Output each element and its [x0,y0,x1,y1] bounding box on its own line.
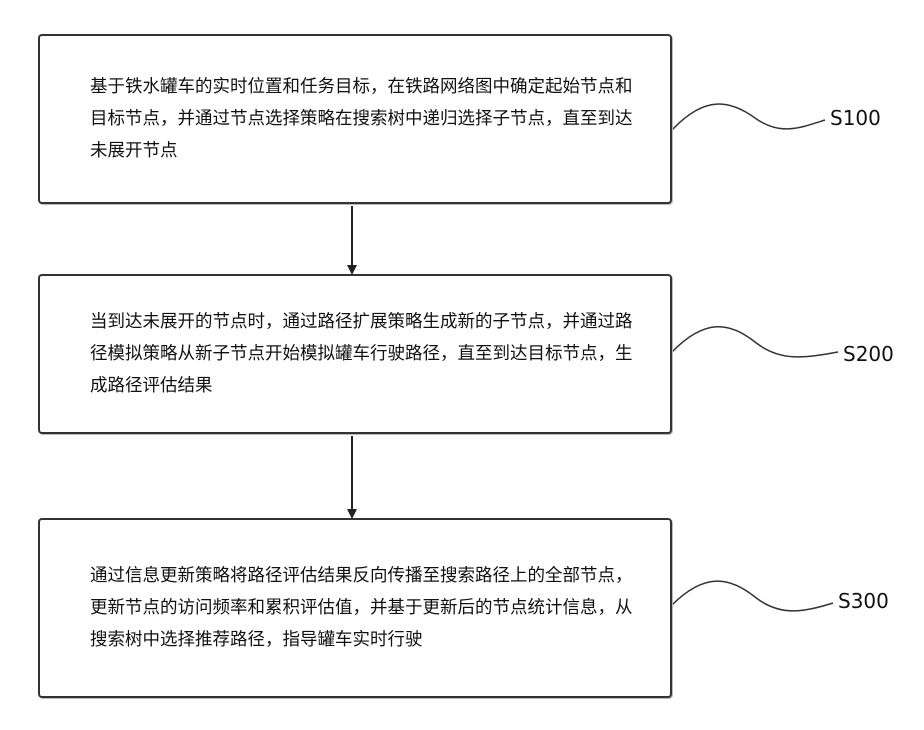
step-text-s200: 当到达未展开的节点时，通过路径扩展策略生成新的子节点，并通过路径模拟策略从新子节… [90,306,644,402]
leader-line-s100 [672,104,825,130]
step-box-s100: 基于铁水罐车的实时位置和任务目标，在铁路网络图中确定起始节点和目标节点，并通过节… [38,34,672,204]
step-text-s300: 通过信息更新策略将路径评估结果反向传播至搜索路径上的全部节点，更新节点的访问频率… [90,560,644,656]
step-box-s300: 通过信息更新策略将路径评估结果反向传播至搜索路径上的全部节点，更新节点的访问频率… [38,518,672,698]
step-label-s200: S200 [843,342,894,366]
step-label-s300: S300 [838,589,889,613]
step-text-s100: 基于铁水罐车的实时位置和任务目标，在铁路网络图中确定起始节点和目标节点，并通过节… [90,71,644,167]
leader-line-s200 [672,327,838,357]
step-label-s100: S100 [830,106,881,130]
step-box-s200: 当到达未展开的节点时，通过路径扩展策略生成新的子节点，并通过路径模拟策略从新子节… [38,274,672,434]
leader-line-s300 [672,581,833,611]
